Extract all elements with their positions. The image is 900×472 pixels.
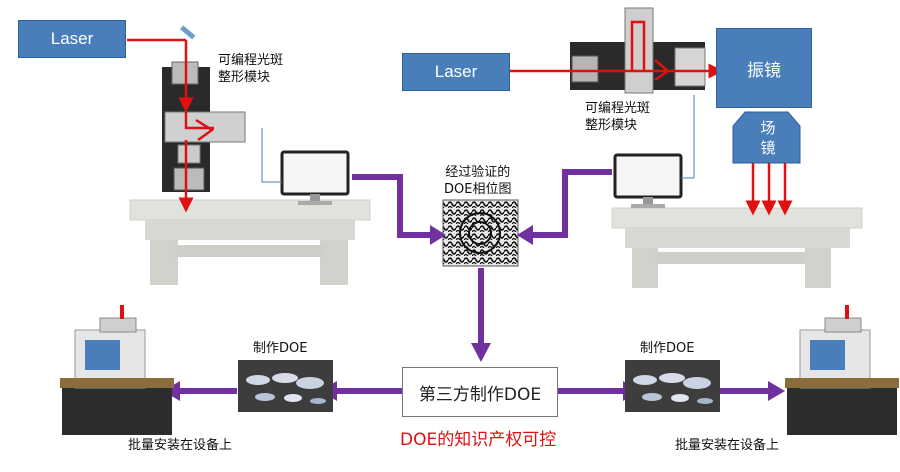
right-production-machine: [785, 305, 899, 435]
doe-phase-label-line2: DOE相位图: [444, 182, 512, 197]
doe-phase-label: 经过验证的 DOE相位图: [444, 164, 511, 198]
left-module-label-line2: 整形模块: [218, 70, 271, 85]
right-laser-label: Laser: [434, 62, 478, 81]
flow-arrows: [178, 169, 770, 394]
right-shaping-module: [570, 7, 706, 94]
left-make-doe-label: 制作DOE: [253, 341, 308, 356]
right-module-label-line1: 可编程光斑: [585, 101, 651, 116]
left-module-label: 可编程光斑 整形模块: [218, 52, 283, 86]
right-laser-box: Laser: [402, 53, 510, 91]
galvo-box: 振镜: [716, 28, 812, 108]
left-production-machine: [60, 305, 174, 435]
galvo-label: 振镜: [747, 60, 781, 81]
left-install-label: 批量安装在设备上: [128, 438, 233, 453]
field-lens-label: 场 镜: [755, 118, 781, 158]
right-optical-table: [611, 207, 863, 288]
right-beam-path: [510, 20, 793, 216]
left-doe-samples: [238, 360, 333, 412]
left-laser-label: Laser: [50, 29, 94, 48]
right-module-label: 可编程光斑 整形模块: [585, 100, 650, 134]
third-party-box: 第三方制作DOE: [402, 367, 558, 417]
left-monitor: [261, 128, 350, 205]
left-optical-table: [129, 199, 371, 285]
left-module-label-line1: 可编程光斑: [218, 53, 284, 68]
left-shaping-module: [162, 25, 246, 192]
left-beam-path: [127, 38, 215, 213]
right-monitor: [613, 95, 695, 208]
right-install-label: 批量安装在设备上: [675, 438, 780, 453]
field-lens-shape: [732, 111, 801, 164]
field-lens-label-line1: 场: [760, 119, 776, 137]
right-module-label-line2: 整形模块: [585, 118, 638, 133]
doe-phase-label-line1: 经过验证的: [445, 165, 511, 180]
doe-phase-map: [442, 199, 519, 267]
right-doe-samples: [625, 360, 720, 412]
left-laser-box: Laser: [18, 20, 126, 58]
field-lens-label-line2: 镜: [760, 139, 776, 157]
ip-control-text: DOE的知识产权可控: [400, 430, 557, 450]
right-make-doe-label: 制作DOE: [640, 341, 695, 356]
third-party-label: 第三方制作DOE: [418, 384, 542, 405]
